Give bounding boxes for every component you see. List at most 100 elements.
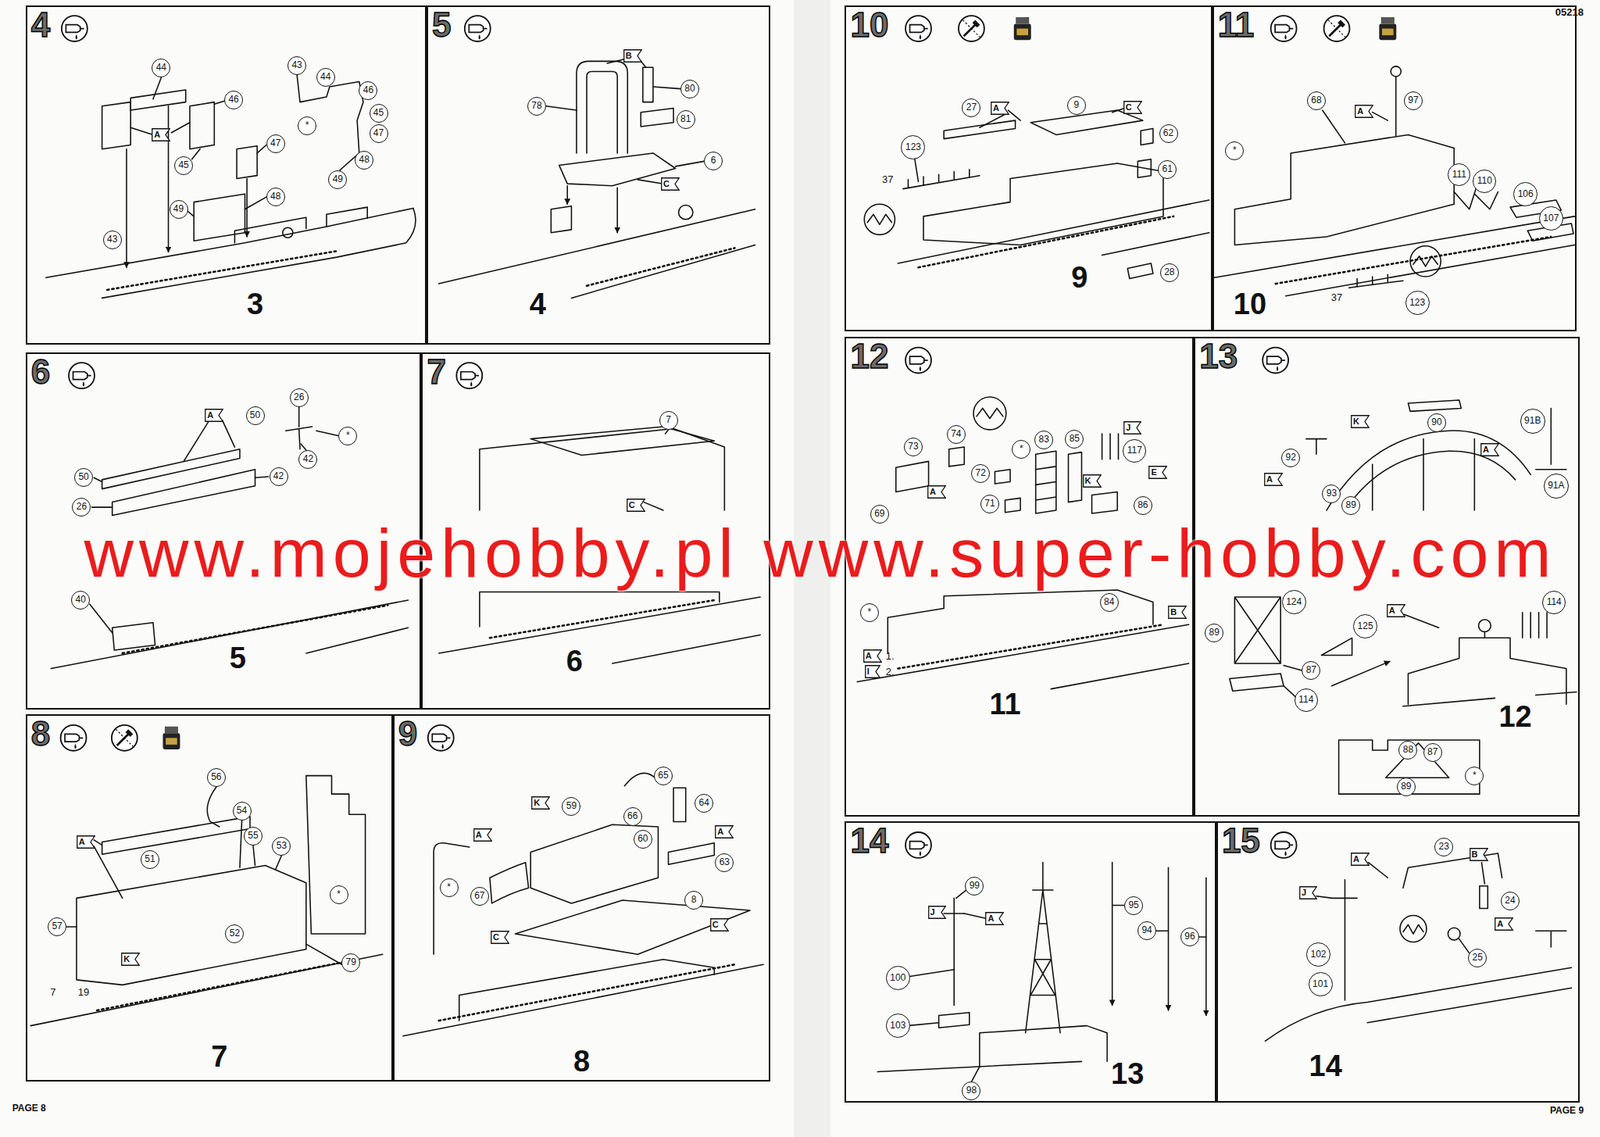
reference-flag: A	[863, 649, 883, 663]
line-art	[296, 74, 364, 171]
flag-shape	[991, 102, 1010, 115]
reference-flag: K	[1350, 414, 1370, 429]
line-art	[1385, 742, 1450, 778]
step-panel: 151423ABJ24A10225101	[1216, 821, 1580, 1102]
part-number: 101	[1309, 972, 1333, 995]
part-number: 56	[207, 768, 225, 786]
line-art	[130, 77, 267, 217]
part-number: 110	[1473, 170, 1496, 192]
callout-number: 83	[1034, 430, 1054, 450]
part-number: 102	[1307, 942, 1330, 965]
step-number: 5	[432, 7, 451, 43]
part-number: B	[623, 49, 643, 63]
callout-number: 86	[1133, 496, 1153, 515]
callout-number: 96	[1180, 927, 1200, 947]
callout-number: 47	[266, 134, 286, 154]
line-art	[285, 426, 313, 450]
flag-shape	[864, 665, 880, 679]
line-art	[433, 842, 470, 954]
callout-number: 48	[354, 150, 374, 170]
part-number: 1.	[885, 650, 895, 662]
flag-shape	[928, 485, 947, 499]
flag-shape	[1387, 603, 1406, 617]
part-number: 66	[624, 807, 642, 825]
flag-shape	[1149, 466, 1168, 479]
part-number: K	[1082, 474, 1102, 488]
line-art	[1214, 216, 1575, 278]
part-number: 83	[1035, 431, 1053, 448]
line-art	[678, 205, 693, 220]
line-art	[1229, 673, 1284, 691]
line-art	[887, 589, 1154, 654]
callout-number: 100	[885, 965, 911, 990]
reference-flag: A	[204, 408, 224, 422]
callout-number: 78	[527, 96, 547, 116]
line-art	[905, 15, 932, 42]
line-art	[1234, 134, 1454, 245]
part-number: C	[626, 498, 646, 512]
flag-shape	[1124, 421, 1142, 435]
flag-shape	[1481, 443, 1500, 457]
line-art	[66, 820, 343, 965]
line-art	[668, 842, 715, 865]
reference-flag: A	[473, 828, 493, 842]
part-number: 49	[170, 200, 188, 218]
line-art	[905, 832, 932, 858]
line-art	[939, 1012, 970, 1029]
part-number: K	[121, 952, 140, 966]
line-art	[642, 67, 654, 102]
callout-number: 89	[1204, 623, 1224, 643]
line-art	[1050, 663, 1189, 690]
part-number: K	[531, 796, 550, 810]
line-art	[1378, 17, 1397, 40]
part-number: 81	[677, 110, 695, 128]
callout-number: 97	[1403, 91, 1423, 111]
callout-number: 57	[47, 917, 67, 936]
line-art	[943, 120, 1015, 140]
line-art	[1459, 939, 1470, 954]
line-art	[949, 446, 965, 467]
part-number: 67	[471, 887, 489, 904]
callout-number: 123	[1405, 290, 1430, 315]
line-art	[571, 244, 755, 298]
part-number: A	[1494, 917, 1514, 931]
callout-number: *	[860, 603, 879, 622]
line-art	[905, 347, 932, 374]
part-number: 43	[288, 57, 306, 74]
part-number: 9	[1067, 96, 1086, 114]
callout-number: 9	[1067, 96, 1086, 115]
line-art	[914, 156, 918, 183]
callout-number: 55	[243, 826, 263, 846]
part-number: A	[151, 128, 171, 142]
line-art	[979, 1025, 1108, 1067]
part-number: 94	[1138, 921, 1156, 939]
callout-number: 80	[680, 79, 700, 99]
line-art	[612, 634, 761, 664]
callout-number: 91B	[1520, 408, 1546, 434]
part-number: *	[1012, 440, 1030, 458]
part-number: 88	[1399, 741, 1417, 758]
step-number: 7	[426, 354, 446, 390]
line-art	[1407, 400, 1461, 411]
callout-number: 110	[1472, 169, 1497, 193]
part-number: 44	[317, 68, 335, 86]
callout-number: 85	[1064, 429, 1084, 449]
reference-flag: C	[660, 177, 680, 191]
line-art	[403, 964, 764, 1036]
callout-number: 53	[271, 836, 291, 856]
part-number: 91B	[1521, 409, 1545, 433]
reference-flag: J	[1299, 885, 1318, 900]
porthole-row	[897, 624, 1164, 668]
callout-number: 62	[1159, 124, 1179, 143]
part-number: 89	[1342, 496, 1360, 514]
line-art	[1321, 637, 1352, 655]
part-number: 50	[75, 468, 93, 486]
callout-number: 102	[1306, 942, 1331, 967]
callout-number: 66	[623, 807, 643, 826]
part-number: 73	[904, 438, 922, 455]
part-number: 92	[1282, 449, 1300, 466]
line-art	[439, 596, 761, 654]
part-number: K	[1350, 414, 1370, 429]
line-art	[1111, 862, 1114, 1006]
